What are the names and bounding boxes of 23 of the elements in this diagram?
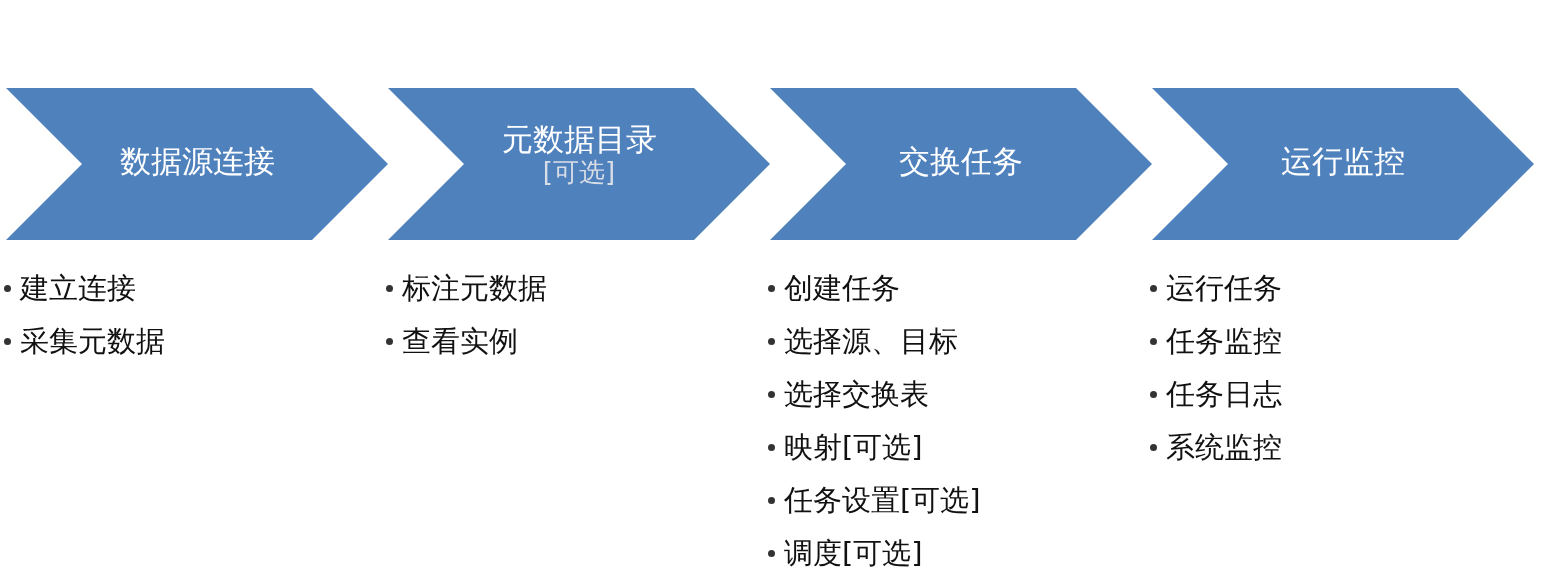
step-title: 元数据目录 [500, 122, 658, 158]
list-item: 选择交换表 [784, 380, 929, 409]
step-note: [可选] [541, 157, 617, 188]
list-item: 查看实例 [402, 327, 518, 356]
list-item: 运行任务 [1166, 274, 1282, 303]
chevron-step [388, 88, 770, 240]
step-title: 交换任务 [898, 144, 1024, 180]
step-title: 运行监控 [1280, 144, 1406, 180]
chevron-step [6, 88, 388, 240]
list-item: 映射[可选] [784, 433, 923, 462]
chevron-step [770, 88, 1152, 240]
chevron-step [1152, 88, 1534, 240]
list-item: 采集元数据 [20, 327, 165, 356]
list-item: 任务设置[可选] [784, 486, 981, 515]
list-item: 标注元数据 [402, 274, 547, 303]
step-title: 数据源连接 [118, 144, 276, 180]
list-item: 系统监控 [1166, 433, 1282, 462]
list-item: 任务日志 [1166, 380, 1282, 409]
list-item: 调度[可选] [784, 539, 923, 568]
list-item: 建立连接 [20, 274, 136, 303]
list-item: 选择源、目标 [784, 327, 958, 356]
list-item: 任务监控 [1166, 327, 1282, 356]
list-item: 创建任务 [784, 274, 900, 303]
